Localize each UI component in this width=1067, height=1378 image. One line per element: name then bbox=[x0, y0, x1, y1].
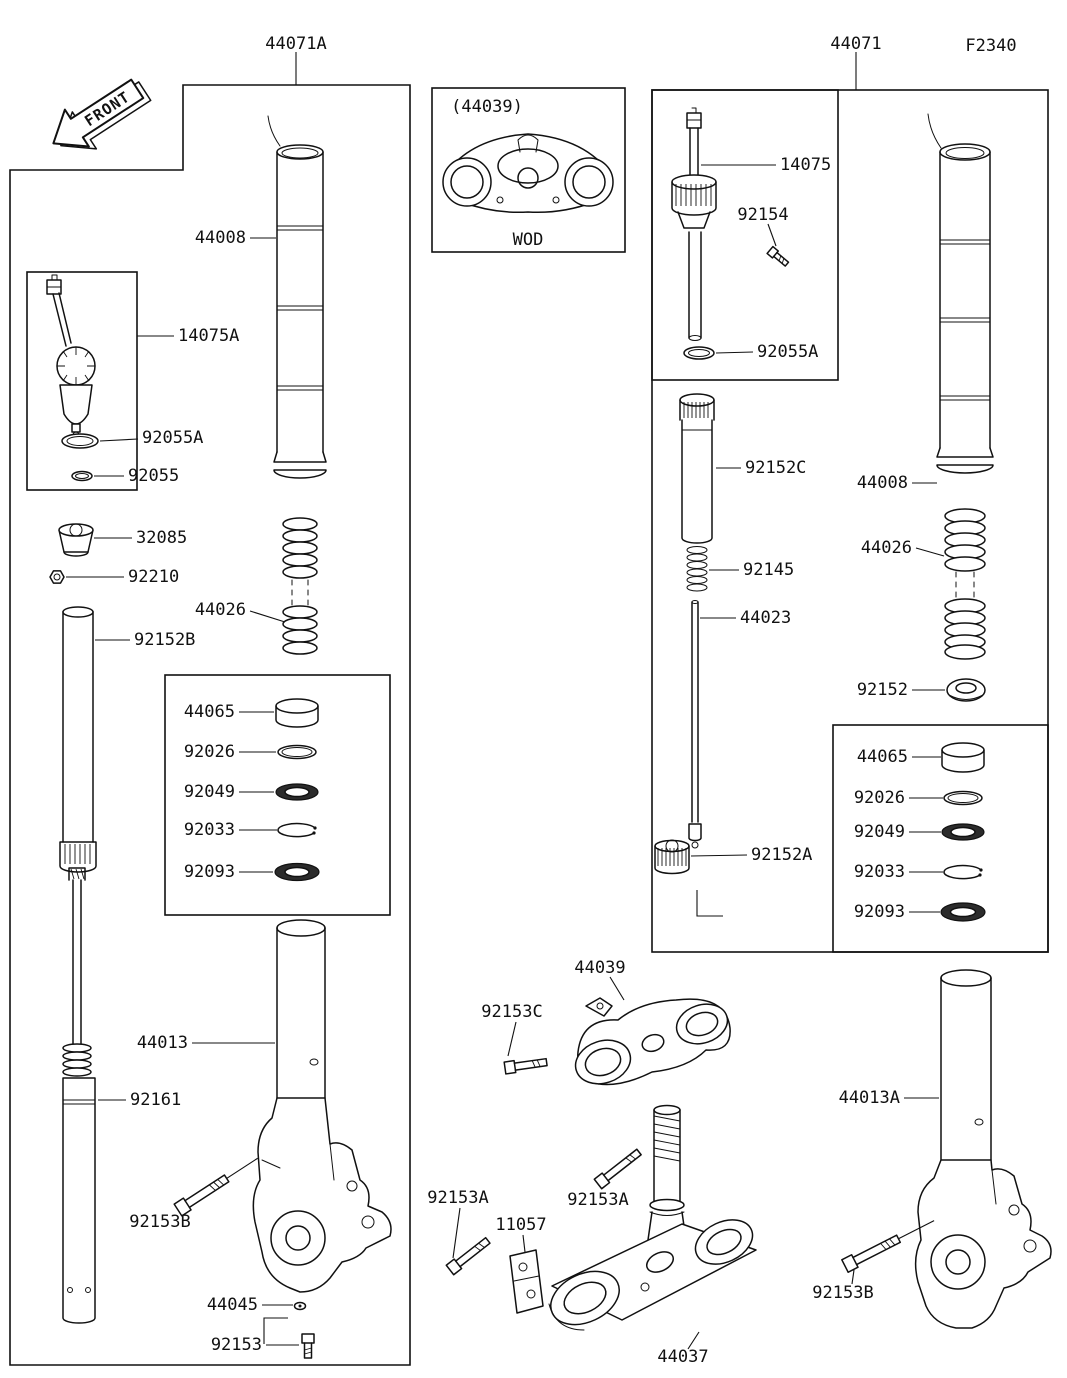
label-mid-11057: 11057 bbox=[495, 1215, 546, 1235]
label-right-44026: 44026 bbox=[861, 538, 912, 558]
right-cylinder-unit-drawing bbox=[679, 393, 715, 544]
left-damper-drawing bbox=[62, 867, 96, 1324]
label-left-92153b: 92153B bbox=[129, 1212, 190, 1232]
label-mid-92153a-1: 92153A bbox=[427, 1188, 488, 1208]
label-right-92154: 92154 bbox=[737, 205, 788, 225]
label-mid-92153a-2: 92153A bbox=[567, 1190, 628, 1210]
left-nut-92210-drawing bbox=[49, 570, 65, 584]
stem-base-drawing bbox=[548, 1104, 757, 1331]
label-left-92093: 92093 bbox=[184, 862, 235, 882]
right-axle-bolt-drawing bbox=[841, 1220, 935, 1273]
right-small-spring-drawing bbox=[686, 546, 708, 592]
label-left-44026: 44026 bbox=[195, 600, 246, 620]
label-right-92055a: 92055A bbox=[757, 342, 818, 362]
leader-lines bbox=[66, 52, 945, 1350]
label-right-92049: 92049 bbox=[854, 822, 905, 842]
part-labels: 44071A 44071 F2340 44008 14075A 92055A 9… bbox=[128, 34, 1017, 1367]
upper-triple-clamp-drawing bbox=[442, 133, 614, 214]
label-left-92055: 92055 bbox=[128, 466, 179, 486]
label-left-44008: 44008 bbox=[195, 228, 246, 248]
left-outer-tube-drawing bbox=[252, 919, 392, 1293]
left-cap-32085-drawing bbox=[58, 523, 94, 557]
label-right-92093: 92093 bbox=[854, 902, 905, 922]
right-seal-set-drawing bbox=[940, 742, 986, 922]
left-inner-fork-tube-drawing bbox=[267, 115, 327, 479]
label-right-92145: 92145 bbox=[743, 560, 794, 580]
label-right-92033: 92033 bbox=[854, 862, 905, 882]
label-left-14075a: 14075A bbox=[178, 326, 239, 346]
label-left-92210: 92210 bbox=[128, 567, 179, 587]
stem-bolt-a2-drawing bbox=[593, 1148, 642, 1190]
label-left-44013: 44013 bbox=[137, 1033, 188, 1053]
bracket-11057-drawing bbox=[509, 1249, 544, 1314]
left-drain-bolt-drawing bbox=[301, 1333, 315, 1359]
lower-triple-clamp-drawing bbox=[574, 997, 731, 1086]
right-outer-tube-drawing bbox=[914, 969, 1052, 1329]
label-right-44065: 44065 bbox=[857, 747, 908, 767]
label-left-44065: 44065 bbox=[184, 702, 235, 722]
label-left-44045: 44045 bbox=[207, 1295, 258, 1315]
stem-bolt-a1-drawing bbox=[445, 1236, 491, 1276]
right-inner-fork-tube-drawing bbox=[927, 113, 994, 474]
label-left-32085: 32085 bbox=[136, 528, 187, 548]
label-right-14075: 14075 bbox=[780, 155, 831, 175]
push-rod-drawing bbox=[688, 600, 702, 849]
left-axle-bolt-drawing bbox=[173, 1157, 258, 1217]
label-left-92153: 92153 bbox=[211, 1335, 262, 1355]
label-mid-44037: 44037 bbox=[657, 1347, 708, 1367]
label-left-92049: 92049 bbox=[184, 782, 235, 802]
right-nut-92152a-drawing bbox=[654, 839, 690, 875]
label-left-92033: 92033 bbox=[184, 820, 235, 840]
front-direction-arrow: FRONT bbox=[52, 78, 152, 150]
left-damper-adjuster-drawing bbox=[46, 274, 99, 482]
label-right-92152: 92152 bbox=[857, 680, 908, 700]
label-left-92152b: 92152B bbox=[134, 630, 195, 650]
label-left-92026: 92026 bbox=[184, 742, 235, 762]
right-collar-92152-drawing bbox=[946, 678, 986, 702]
label-wod-view: WOD bbox=[513, 230, 544, 250]
label-right-44013a: 44013A bbox=[839, 1088, 900, 1108]
right-damper-adjuster-drawing bbox=[671, 107, 717, 360]
left-washer-44045-drawing bbox=[293, 1301, 307, 1311]
clamp-bolt-92153c-drawing bbox=[503, 1057, 548, 1075]
right-main-spring-drawing bbox=[944, 508, 986, 660]
label-right-92153b: 92153B bbox=[812, 1283, 873, 1303]
label-mid-44039: 44039 bbox=[574, 958, 625, 978]
assembly-label-right: 44071 bbox=[830, 34, 881, 54]
left-main-spring-drawing bbox=[282, 517, 318, 655]
frame-boxes bbox=[9, 84, 1049, 1366]
label-left-92161: 92161 bbox=[130, 1090, 181, 1110]
label-right-44008: 44008 bbox=[857, 473, 908, 493]
label-right-44023: 44023 bbox=[740, 608, 791, 628]
screw-92154-drawing bbox=[766, 245, 790, 267]
left-corner-mark bbox=[263, 1317, 288, 1344]
right-corner-mark bbox=[696, 890, 723, 917]
label-right-92152c: 92152C bbox=[745, 458, 806, 478]
assembly-label-left: 44071A bbox=[265, 34, 326, 54]
page-code: F2340 bbox=[965, 36, 1016, 56]
label-right-92152a: 92152A bbox=[751, 845, 812, 865]
left-seal-set-drawing bbox=[274, 698, 320, 882]
label-right-92026: 92026 bbox=[854, 788, 905, 808]
label-left-92055a: 92055A bbox=[142, 428, 203, 448]
label-mid-92153c: 92153C bbox=[481, 1002, 542, 1022]
left-cylinder-unit-drawing bbox=[59, 606, 97, 873]
label-stem-head-ref: (44039) bbox=[451, 97, 523, 117]
